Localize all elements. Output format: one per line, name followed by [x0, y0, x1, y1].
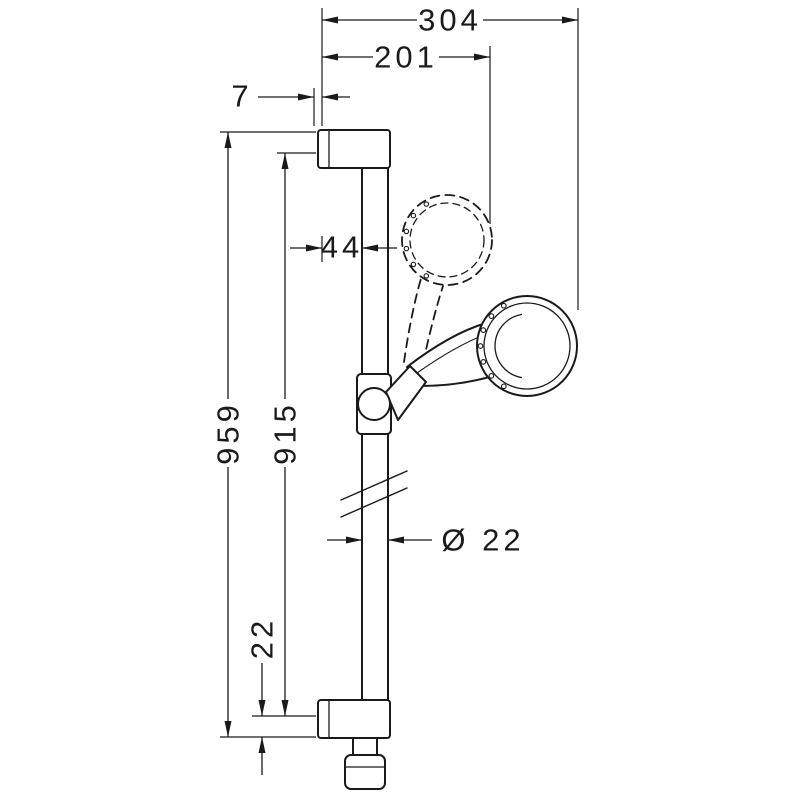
- dim-label-bar-length: 959: [211, 401, 246, 465]
- dashed-head-inner-rim: [409, 202, 485, 278]
- dim-label-mounting-holes: 915: [268, 401, 303, 465]
- arrow-dia22-right: [388, 536, 404, 544]
- holder-knob: [357, 387, 391, 421]
- arrow-201-left: [322, 53, 338, 61]
- arrow-dia22-left: [346, 536, 362, 544]
- dim-label-rail-offset: 44: [321, 230, 363, 265]
- hand-shower-head: [476, 295, 578, 397]
- dimension-labels: 304 201 7 44 959 915 Ø 22 22: [211, 3, 524, 660]
- head-face-arc: [494, 313, 523, 379]
- dim-label-top-gap: 7: [231, 79, 252, 114]
- break-mark-1: [340, 470, 408, 501]
- dim-label-end-offset: 22: [245, 617, 280, 659]
- spray-nozzles: [477, 302, 507, 390]
- dimension-arrowheads: [224, 16, 578, 753]
- label-masks: [213, 4, 483, 467]
- holder-cone: [385, 365, 427, 421]
- dashed-handle-edge-left: [403, 276, 423, 363]
- head-inner-rim: [483, 302, 571, 390]
- break-mark-2: [340, 487, 408, 518]
- arrow-304-left: [322, 16, 338, 24]
- arrow-44-right: [362, 244, 378, 252]
- dim-label-rail-diameter: Ø 22: [441, 523, 524, 558]
- arrow-44-left: [306, 244, 322, 252]
- shower-rail-set: [317, 129, 578, 790]
- arrow-915-top: [281, 153, 289, 169]
- arrow-22-bottom: [258, 737, 266, 753]
- outlet-nut: [344, 754, 386, 790]
- arrow-22-top: [258, 700, 266, 716]
- arrow-7-left: [298, 93, 314, 101]
- arrow-201-right: [474, 53, 490, 61]
- top-bracket: [317, 129, 391, 169]
- arrow-915-bottom: [281, 700, 289, 716]
- dim-label-total-reach: 304: [418, 3, 482, 38]
- dashed-spray-nozzles: [403, 201, 430, 279]
- arrow-7-right: [322, 93, 338, 101]
- extension-lines: [220, 8, 579, 738]
- arrow-959-top: [224, 132, 232, 148]
- dashed-head-outline: [401, 194, 493, 286]
- arrow-959-bottom: [224, 721, 232, 737]
- arrow-304-right: [562, 16, 578, 24]
- dim-label-upper-reach: 201: [374, 40, 438, 75]
